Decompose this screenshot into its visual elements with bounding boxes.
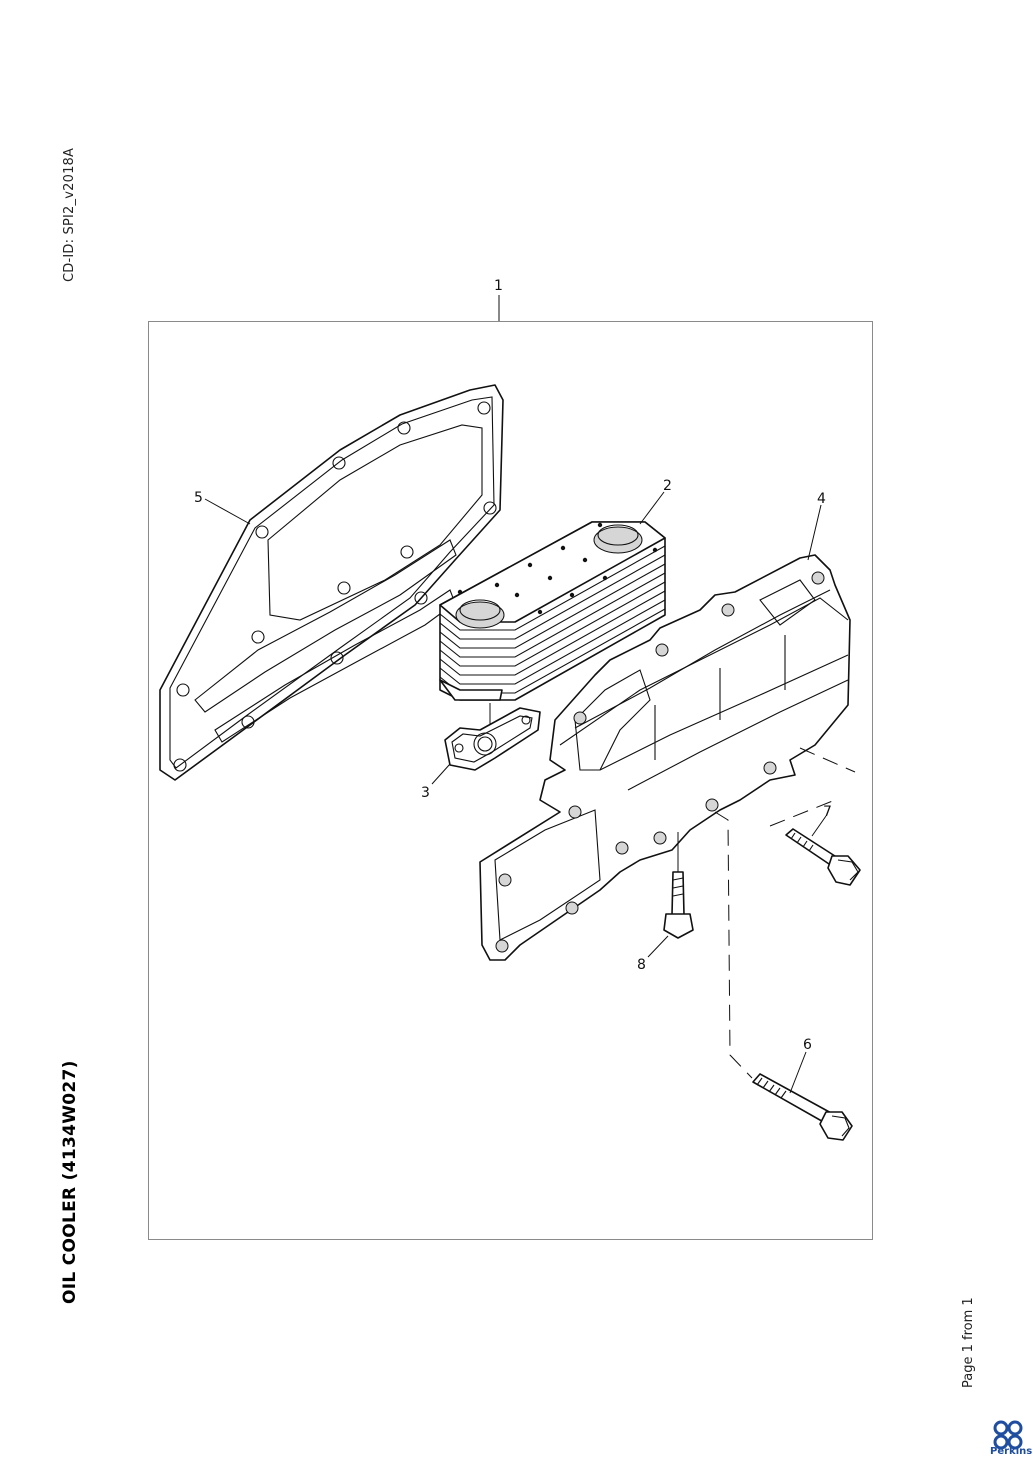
callout-2[interactable]: 2 <box>663 478 672 494</box>
leader-5 <box>204 498 251 525</box>
cooler-core-part-2[interactable] <box>439 521 666 701</box>
callout-3[interactable]: 3 <box>421 785 430 801</box>
cooler-housing-part-4[interactable] <box>479 554 851 961</box>
centre-line-c <box>714 811 753 1079</box>
leader-6 <box>789 1051 807 1094</box>
diagram-frame <box>148 321 873 1240</box>
bolt-part-8[interactable] <box>663 871 694 939</box>
centre-line-a <box>799 747 856 773</box>
centre-line-b <box>769 799 836 827</box>
perkins-logo <box>993 1420 1023 1450</box>
callout-5[interactable]: 5 <box>194 490 203 506</box>
bolt-part-6[interactable] <box>752 1073 853 1141</box>
perkins-logo-text: Perkins <box>990 1446 1033 1457</box>
callout-6[interactable]: 6 <box>803 1037 812 1053</box>
leader-4 <box>807 504 822 561</box>
leader-2 <box>639 491 665 525</box>
callout-7[interactable]: 7 <box>823 804 832 820</box>
small-gasket-part-3[interactable] <box>444 707 541 771</box>
leader-7 <box>811 815 827 837</box>
leader-3 <box>431 763 451 785</box>
leader-8 <box>647 935 669 958</box>
callout-1[interactable]: 1 <box>494 278 503 294</box>
gasket-part-5[interactable] <box>159 384 504 781</box>
bolt-part-7[interactable] <box>785 828 861 886</box>
callout-8[interactable]: 8 <box>637 957 646 973</box>
callout-4[interactable]: 4 <box>817 491 826 507</box>
